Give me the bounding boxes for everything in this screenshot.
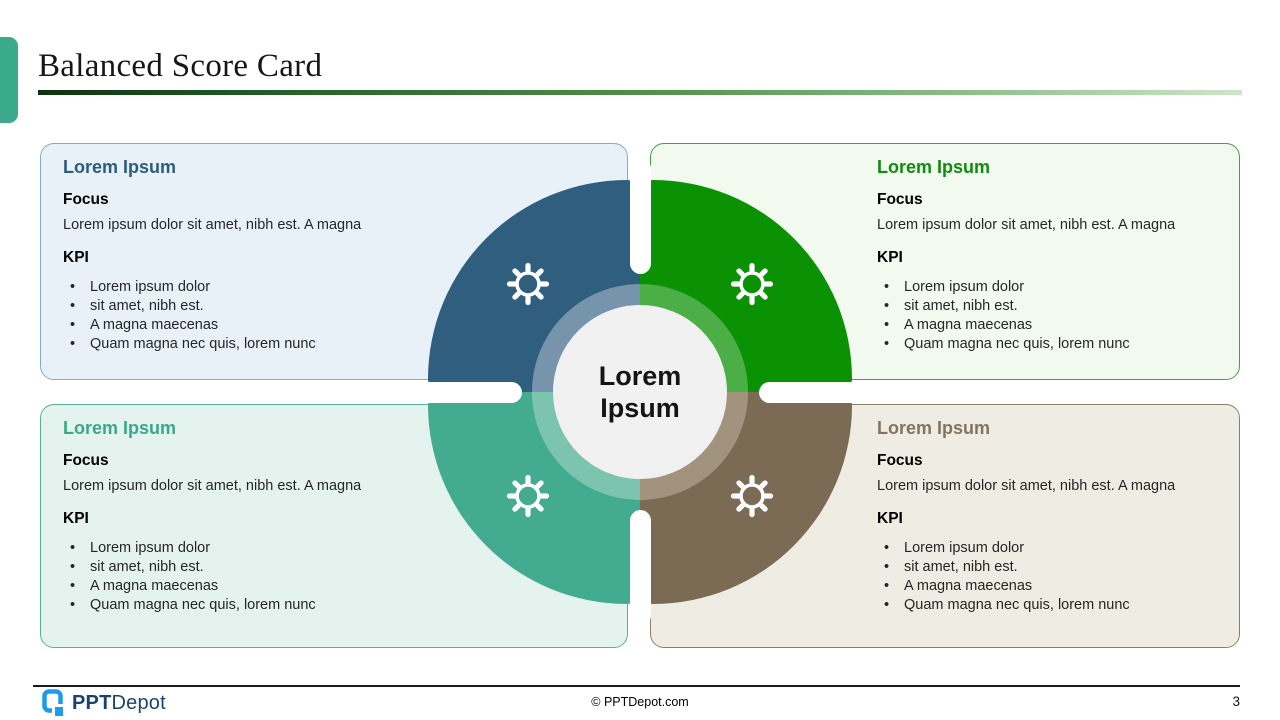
focus-label: Focus <box>877 452 923 469</box>
divider-capsule-bottom <box>630 510 651 626</box>
title-underline-rule <box>38 90 1242 95</box>
gear-icon <box>730 262 774 306</box>
kpi-item: Lorem ipsum dolor <box>877 278 1221 297</box>
divider-capsule-top <box>630 158 651 274</box>
copyright-text: © PPTDepot.com <box>591 695 689 709</box>
kpi-item: Quam magna nec quis, lorem nunc <box>63 596 609 615</box>
focus-text: Lorem ipsum dolor sit amet, nibh est. A … <box>63 217 362 233</box>
focus-label: Focus <box>877 191 923 208</box>
kpi-item: Lorem ipsum dolor <box>63 278 609 297</box>
kpi-item: Lorem ipsum dolor <box>877 539 1221 558</box>
kpi-item: sit amet, nibh est. <box>877 297 1221 316</box>
gear-icon <box>730 474 774 518</box>
center-label-circle: Lorem Ipsum <box>553 305 727 479</box>
kpi-item: A magna maecenas <box>877 577 1221 596</box>
card-heading: Lorem Ipsum <box>877 418 991 438</box>
kpi-label: KPI <box>63 249 89 266</box>
brand-name: PPTDepot <box>72 692 166 715</box>
title-accent-tab <box>0 37 18 123</box>
kpi-item: A magna maecenas <box>63 577 609 596</box>
brand-logo: PPTDepot <box>42 688 166 718</box>
kpi-item: Lorem ipsum dolor <box>63 539 609 558</box>
kpi-item: Quam magna nec quis, lorem nunc <box>63 335 609 354</box>
kpi-list: Lorem ipsum dolor sit amet, nibh est. A … <box>877 278 1221 354</box>
focus-text: Lorem ipsum dolor sit amet, nibh est. A … <box>877 478 1176 494</box>
kpi-label: KPI <box>63 510 89 527</box>
kpi-item: Quam magna nec quis, lorem nunc <box>877 335 1221 354</box>
pptdepot-logo-icon <box>42 688 64 717</box>
page-title: Balanced Score Card <box>38 48 323 84</box>
card-heading: Lorem Ipsum <box>63 418 177 438</box>
footer-divider <box>33 685 1240 687</box>
card-heading: Lorem Ipsum <box>63 157 177 177</box>
focus-label: Focus <box>63 452 109 469</box>
divider-capsule-right <box>759 382 885 403</box>
card-heading: Lorem Ipsum <box>877 157 991 177</box>
kpi-label: KPI <box>877 249 903 266</box>
page-number: 3 <box>1232 694 1240 709</box>
gear-icon <box>506 262 550 306</box>
divider-capsule-left <box>396 382 522 403</box>
kpi-item: sit amet, nibh est. <box>63 297 609 316</box>
center-label-line2: Ipsum <box>600 393 680 423</box>
card-content: Lorem Ipsum Focus Lorem ipsum dolor sit … <box>41 405 627 615</box>
kpi-list: Lorem ipsum dolor sit amet, nibh est. A … <box>63 278 609 354</box>
center-label-line1: Lorem <box>598 361 682 391</box>
focus-text: Lorem ipsum dolor sit amet, nibh est. A … <box>63 478 362 494</box>
brand-name-rest: Depot <box>111 691 166 714</box>
card-content: Lorem Ipsum Focus Lorem ipsum dolor sit … <box>41 144 627 354</box>
kpi-item: sit amet, nibh est. <box>877 558 1221 577</box>
card-content: Lorem Ipsum Focus Lorem ipsum dolor sit … <box>651 405 1239 615</box>
kpi-item: Quam magna nec quis, lorem nunc <box>877 596 1221 615</box>
kpi-item: sit amet, nibh est. <box>63 558 609 577</box>
focus-label: Focus <box>63 191 109 208</box>
brand-name-bold: PPT <box>72 691 112 714</box>
card-content: Lorem Ipsum Focus Lorem ipsum dolor sit … <box>651 144 1239 354</box>
kpi-item: A magna maecenas <box>63 316 609 335</box>
kpi-list: Lorem ipsum dolor sit amet, nibh est. A … <box>877 539 1221 615</box>
kpi-list: Lorem ipsum dolor sit amet, nibh est. A … <box>63 539 609 615</box>
kpi-item: A magna maecenas <box>877 316 1221 335</box>
focus-text: Lorem ipsum dolor sit amet, nibh est. A … <box>877 217 1176 233</box>
gear-icon <box>506 474 550 518</box>
kpi-label: KPI <box>877 510 903 527</box>
